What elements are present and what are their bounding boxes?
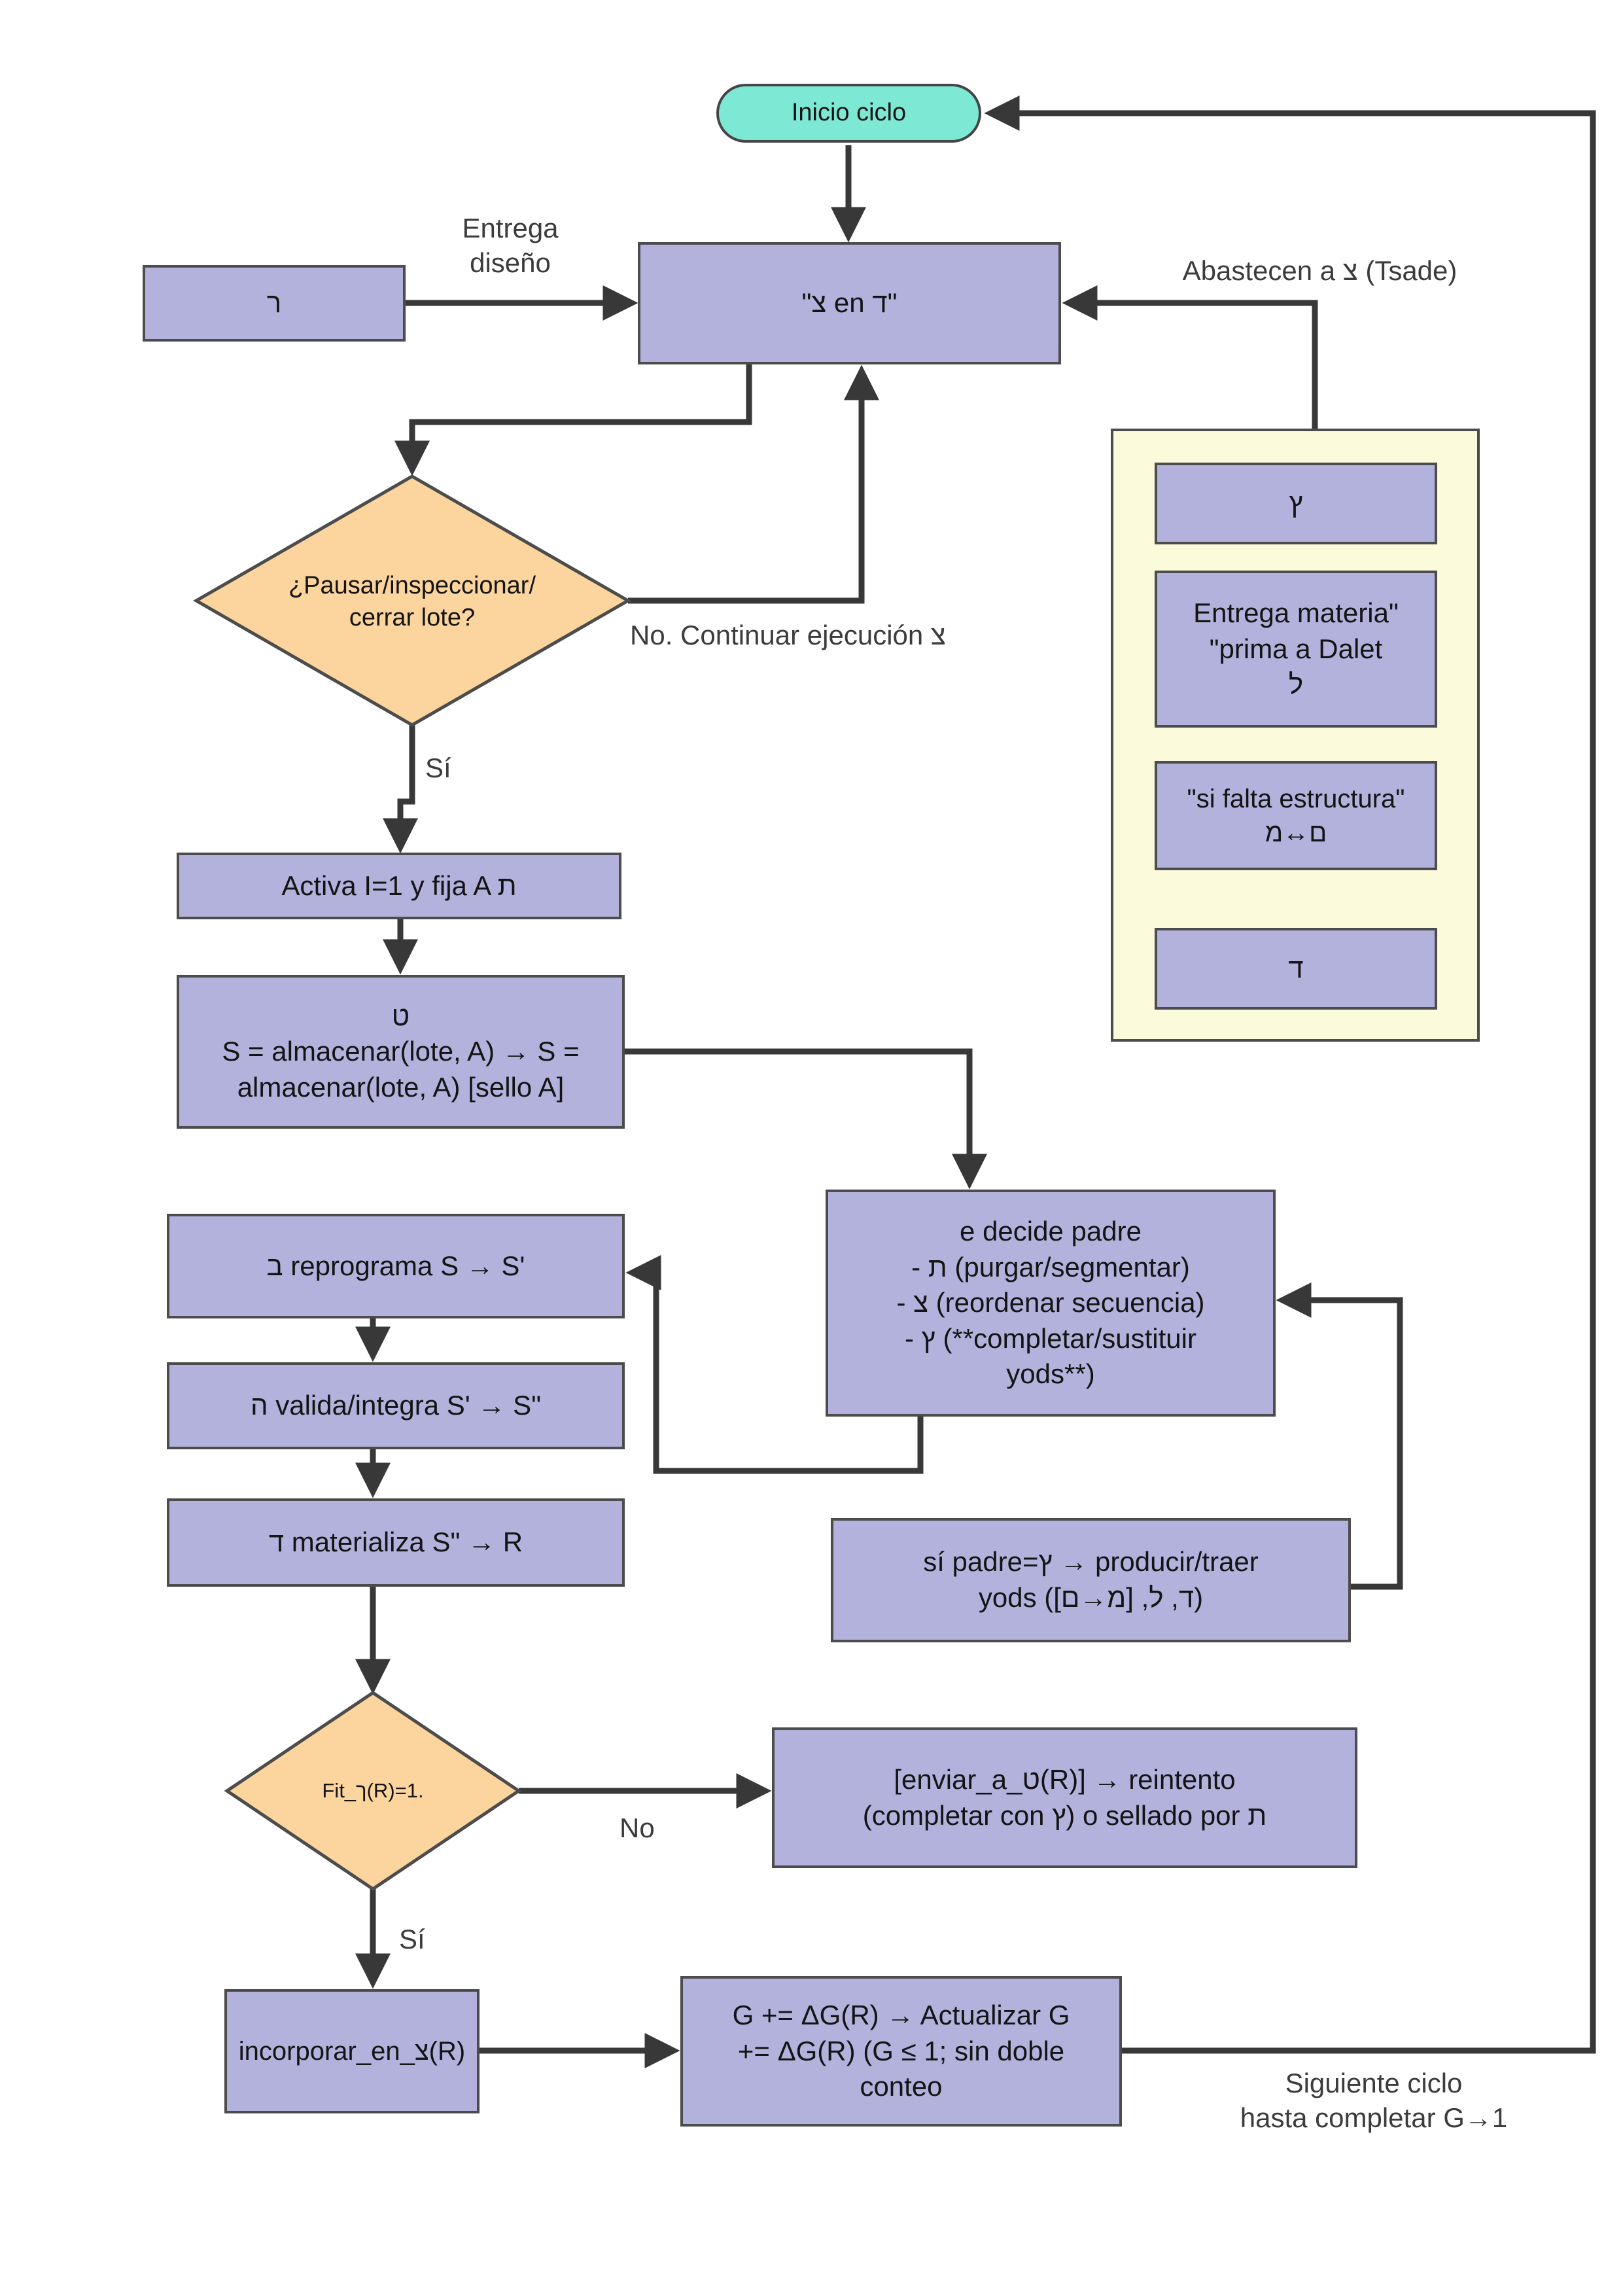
process-tsade-en-dalet: "צ en ד" (638, 242, 1061, 364)
edge-g-to-start-loop (984, 96, 1596, 2054)
edge-legend-to-central (1062, 285, 1318, 429)
process-activa-fija-a: Activa I=1 y fija A ת (177, 853, 621, 919)
fit-decision-diamond (224, 1690, 522, 1892)
edge-label-abastecen: Abastecen a צ (Tsade) (1182, 255, 1457, 286)
process-materializa: ד materializa S" → R (167, 1498, 625, 1587)
edge-pause-si (383, 725, 418, 854)
process-almacenar-lote: ט S = almacenar(lote, A) → S = almacenar… (177, 975, 625, 1129)
pause-decision-label: ¿Pausar/inspeccionar/ cerrar lote? (288, 571, 536, 631)
edge-sipadre-to-decide (1276, 1282, 1403, 1590)
legend-box-final-tsade: ץ (1155, 463, 1437, 544)
process-enviar-reintento: [enviar_a_ט(R)] → reintento (completar c… (772, 1727, 1357, 1868)
edge-label-si-2: Sí (399, 1924, 425, 1954)
process-actualizar-g: G += ΔG(R) → Actualizar G += ΔG(R) (G ≤ … (680, 1976, 1122, 2127)
start-node-inicio-ciclo: Inicio ciclo (716, 84, 981, 143)
process-resh: ר (143, 265, 406, 342)
edge-decide-to-reprograma (625, 1255, 924, 1474)
edge-pause-no-loop (628, 364, 879, 604)
edge-central-to-pause (394, 364, 752, 476)
legend-box-dalet: ד (1155, 928, 1437, 1010)
edge-almacenar-to-decide (625, 1048, 987, 1190)
process-si-padre-producir-yods: sí padre=ץ → producir/traer yods ([ם→מ] … (831, 1518, 1351, 1642)
legend-box-entrega-materia: Entrega materia" "prima a Dalet ל (1155, 571, 1437, 728)
edge-label-siguiente-ciclo: Siguiente ciclo hasta completar G→1 (1240, 2068, 1508, 2133)
legend-box-si-falta-estructura: "si falta estructura" מ↔ם (1155, 761, 1437, 870)
fit-decision-label: Fit_ך(R)=1. (322, 1778, 424, 1802)
process-incorporar-en-tsade: incorporar_en_צ(R) (224, 1989, 480, 2113)
process-decide-padre: e decide padre - ת (purgar/segmentar) - … (826, 1190, 1276, 1417)
edge-label-si-1: Sí (425, 752, 451, 783)
edge-label-no-2: No (620, 1812, 655, 1843)
process-valida-integra: ה valida/integra S' → S" (167, 1362, 625, 1449)
edge-label-entrega-diseno: Entrega diseño (462, 213, 559, 278)
edge-label-no-continuar: No. Continuar ejecución צ (630, 620, 946, 650)
process-reprograma: ב reprograma S → S' (167, 1214, 625, 1318)
pause-decision-diamond (192, 474, 632, 727)
